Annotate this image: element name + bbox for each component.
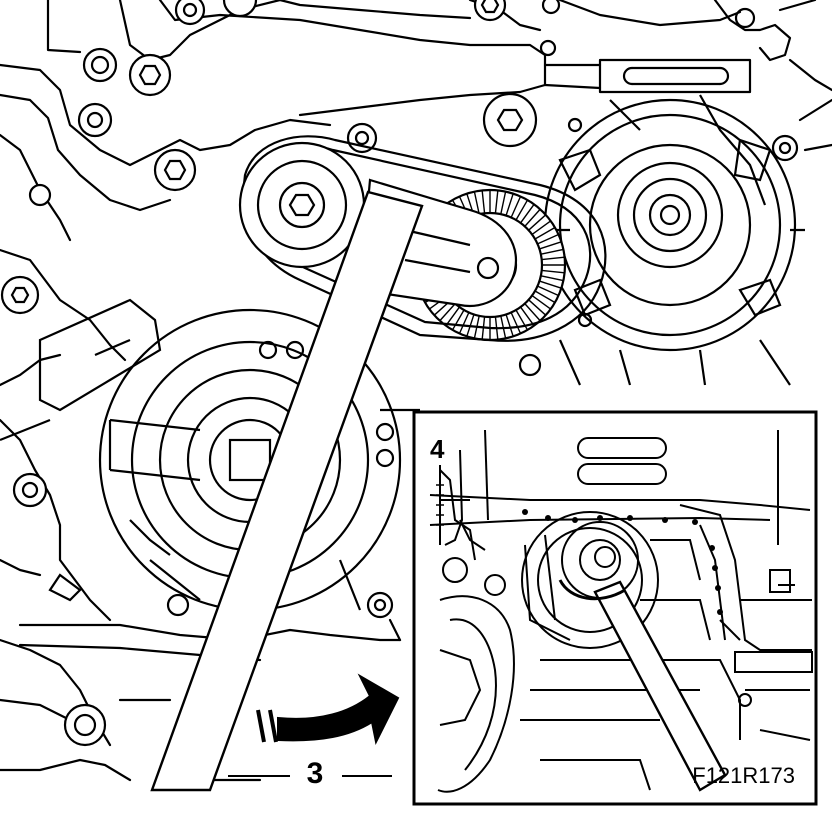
figure-code: F121R173 (692, 763, 795, 788)
bolt-fasteners (0, 0, 561, 747)
rotation-arrow-icon (256, 673, 400, 746)
callout-4-label: 4 (430, 434, 445, 464)
callout-4: 4 (430, 434, 464, 546)
tensioner-pulley (238, 141, 366, 269)
callout-3: 3 (228, 757, 392, 790)
callout-3-label: 3 (307, 757, 324, 790)
inset-detail-panel: 4 F121R173 (412, 410, 818, 806)
breaker-bar-tool (150, 190, 424, 792)
inset-wrench (593, 580, 727, 792)
alternator (543, 94, 805, 386)
